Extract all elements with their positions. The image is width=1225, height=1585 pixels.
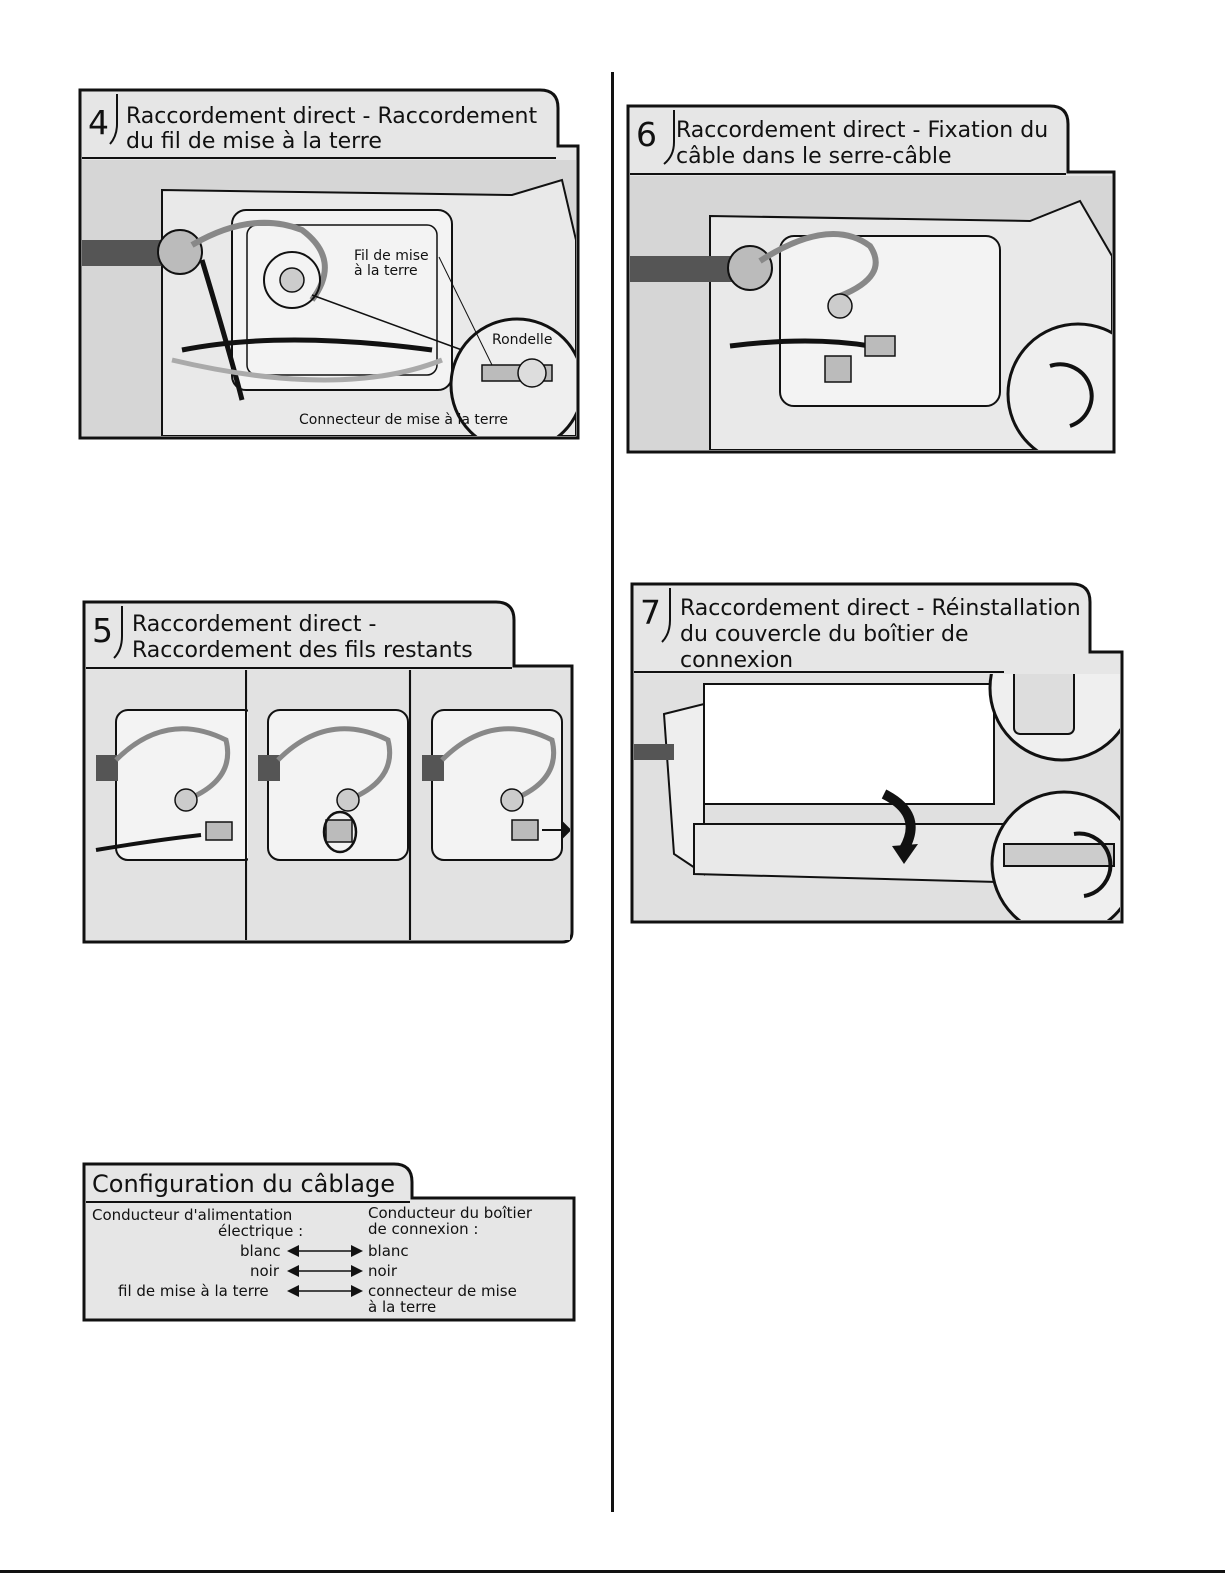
row-1-right: blanc: [368, 1242, 409, 1260]
step-6-panel: 6 Raccordement direct - Fixation du câbl…: [620, 100, 1150, 480]
step-7-illustration: [634, 674, 1120, 920]
cable-clamp-drawing: [630, 199, 1112, 450]
step-7-title-line1: Raccordement direct - Réinstallation: [680, 596, 1081, 621]
step-6-title-line1: Raccordement direct - Fixation du: [676, 118, 1049, 143]
right-header-line1: Conducteur du boîtier: [368, 1204, 533, 1222]
row-3-right-line2: à la terre: [368, 1298, 437, 1316]
step-5-number: 5: [92, 611, 113, 650]
step-4-number: 4: [88, 103, 109, 142]
row-3-right: connecteur de mise: [368, 1282, 517, 1300]
step-5-panel: 5 Raccordement direct - Raccordement des…: [76, 596, 582, 952]
ground-wire-label-line2: à la terre: [354, 263, 418, 279]
wire-nut-sequence-drawing: [86, 670, 570, 940]
washer-label: Rondelle: [492, 332, 553, 348]
step-5-title-line2: Raccordement des fils restants: [132, 638, 473, 663]
wiring-config-frame: [82, 1162, 576, 1322]
step-4-title-line2: du fil de mise à la terre: [126, 129, 382, 154]
wiring-config-title: Configuration du câblage: [92, 1170, 395, 1198]
ground-wire-label-line1: Fil de mise: [354, 248, 429, 264]
step-4-illustration: Fil de mise à la terre Rondelle Connecte…: [82, 160, 576, 436]
wiring-arrows: [287, 1245, 363, 1297]
frame-c: [412, 670, 570, 940]
row-1-left: blanc: [240, 1242, 281, 1260]
step-5-title-line1: Raccordement direct -: [132, 612, 377, 637]
wiring-config-panel: Configuration du câblage Conducteur d'al…: [76, 1158, 582, 1330]
cover-reinstall-drawing: [634, 674, 1120, 920]
left-header-line1: Conducteur d'alimentation: [92, 1206, 293, 1224]
step-6-title-line2: câble dans le serre-câble: [676, 144, 952, 169]
left-header-line2: électrique :: [218, 1222, 304, 1240]
step-5-illustration: [86, 670, 570, 940]
frame-a: [86, 670, 257, 940]
step-7-number: 7: [640, 593, 661, 632]
row-3-left: fil de mise à la terre: [118, 1282, 269, 1300]
row-2-left: noir: [250, 1262, 280, 1280]
row-2-right: noir: [368, 1262, 398, 1280]
step-7-panel: 7 Raccordement direct - Réinstallation d…: [624, 580, 1154, 950]
bottom-rule: [0, 1570, 1225, 1573]
right-header-line2: de connexion :: [368, 1220, 479, 1238]
step-6-illustration: [630, 176, 1112, 450]
step-6-number: 6: [636, 115, 657, 154]
step-4-panel: 4 Raccordement direct - Raccordement du …: [70, 86, 590, 486]
ground-connector-label: Connecteur de mise à la terre: [299, 412, 509, 428]
frame-b: [248, 670, 409, 940]
column-divider: [611, 72, 614, 1512]
step-7-title-line2: du couvercle du boîtier de: [680, 622, 969, 647]
step-7-title-line3: connexion: [680, 648, 794, 673]
junction-box-drawing: [82, 178, 576, 436]
step-4-title-line1: Raccordement direct - Raccordement: [126, 104, 538, 129]
